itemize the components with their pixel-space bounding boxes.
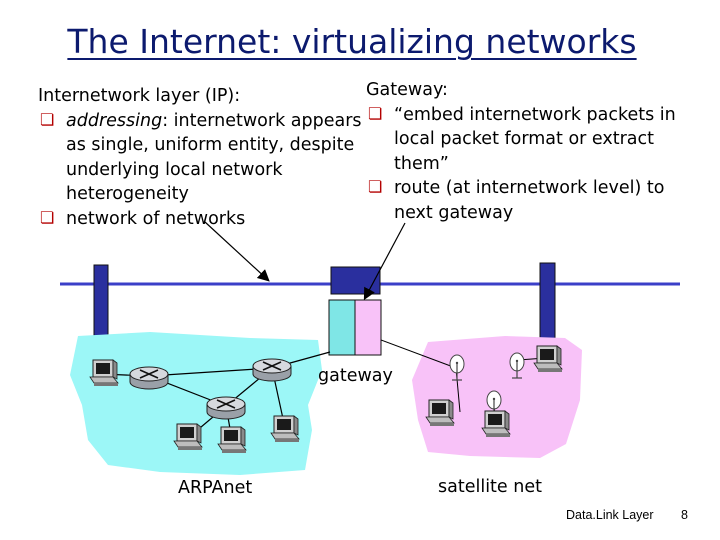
embed-text: “embed internetwork packets in local pac… — [394, 104, 676, 174]
right-text-block: Gateway: ❏ “embed internetwork packets i… — [366, 78, 681, 225]
left-heading: Internetwork layer (IP): — [38, 86, 241, 106]
route-text: route (at internetwork level) to next ga… — [394, 178, 665, 223]
router-icon — [252, 358, 292, 382]
right-network-node — [539, 262, 556, 346]
computer-icon — [425, 399, 455, 427]
bullet-icon: ❏ — [40, 207, 55, 227]
arpanet-label: ARPAnet — [178, 478, 253, 498]
computer-icon — [89, 359, 119, 387]
left-network-node — [93, 264, 109, 346]
bullet-icon: ❏ — [368, 103, 383, 123]
gateway-left-half — [328, 299, 356, 356]
network-of-networks-text: network of networks — [66, 208, 246, 229]
arpanet-cloud — [70, 332, 322, 475]
computer-icon — [270, 415, 300, 443]
bullet-icon: ❏ — [368, 177, 383, 196]
computer-icon — [173, 423, 203, 451]
left-bullet-addressing: ❏ addressing: internetwork appears as si… — [38, 109, 368, 207]
router-icon — [129, 366, 169, 390]
gateway-right-half — [354, 299, 382, 356]
gateway-label: gateway — [318, 366, 393, 386]
left-text-block: Internetwork layer (IP): ❏ addressing: i… — [38, 84, 368, 231]
gateway-top-block — [330, 266, 381, 295]
left-bullet-network-of-networks: ❏ network of networks — [38, 207, 368, 232]
bullet-icon: ❏ — [40, 109, 55, 129]
computer-icon — [217, 426, 247, 454]
slide-title: The Internet: virtualizing networks — [67, 22, 637, 61]
computer-icon — [481, 410, 511, 438]
addressing-term: addressing — [66, 110, 163, 131]
right-bullet-embed: ❏ “embed internetwork packets in local p… — [366, 103, 681, 177]
satellite-net-label: satellite net — [438, 477, 542, 497]
pointer-arrow-icon — [204, 221, 270, 282]
right-bullet-route: ❏ route (at internetwork level) to next … — [366, 176, 681, 225]
footer-course: Data.Link Layer — [566, 508, 654, 522]
addressing-description: : internetwork appears as single, unifor… — [66, 110, 362, 205]
computer-icon — [533, 345, 563, 373]
router-icon — [206, 396, 246, 420]
footer-page-number: 8 — [681, 508, 688, 522]
pointer-arrow-icon — [363, 222, 406, 301]
right-heading: Gateway: — [366, 80, 448, 100]
